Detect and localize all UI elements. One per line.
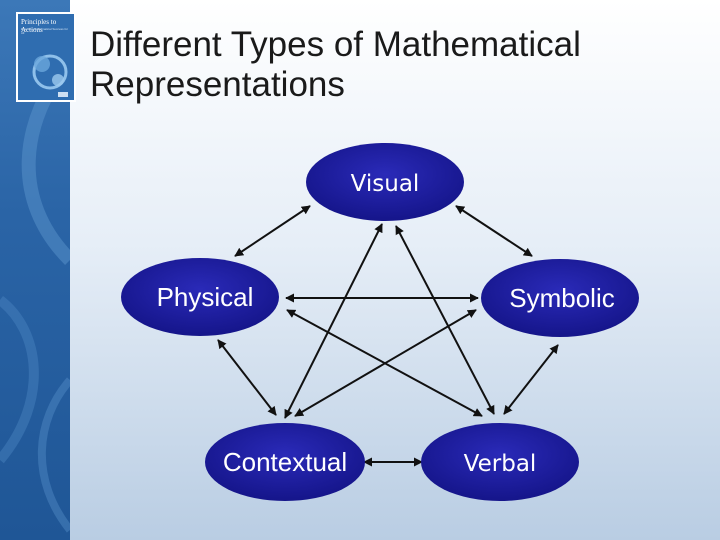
logo-graphic <box>32 54 68 97</box>
slide-title: Different Types of Mathematical Represen… <box>90 25 710 105</box>
arrow-visual-symbolic <box>455 205 533 257</box>
arrows <box>217 205 559 467</box>
logo-title: Principles to Actions <box>21 18 57 34</box>
arrow-symbolic-verbal <box>503 344 559 415</box>
node-contextual-label: Contextual <box>223 447 347 477</box>
node-visual-label: Visual <box>351 171 420 197</box>
title-line-2: Representations <box>90 65 345 104</box>
arrow-physical-contextual <box>217 339 277 416</box>
node-verbal-label: Verbal <box>464 451 537 477</box>
arrow-visual-physical <box>234 205 311 257</box>
node-verbal: Verbal <box>421 423 579 501</box>
arrow-visual-verbal <box>395 225 495 415</box>
arrow-symbolic-contextual <box>294 309 477 417</box>
node-symbolic-label: Symbolic <box>509 283 614 313</box>
node-visual: Visual <box>306 143 464 221</box>
book-cover-logo: Principles to Actions Ensuring Mathemati… <box>16 12 76 102</box>
node-symbolic: Symbolic <box>481 259 639 337</box>
title-line-1: Different Types of Mathematical <box>90 25 581 64</box>
arrow-visual-contextual <box>284 223 383 419</box>
logo-subtitle: Ensuring Mathematical Success for All <box>21 27 69 35</box>
node-contextual: Contextual <box>205 423 365 501</box>
node-physical-label: Physical <box>157 282 254 312</box>
node-physical: Physical <box>121 258 279 336</box>
